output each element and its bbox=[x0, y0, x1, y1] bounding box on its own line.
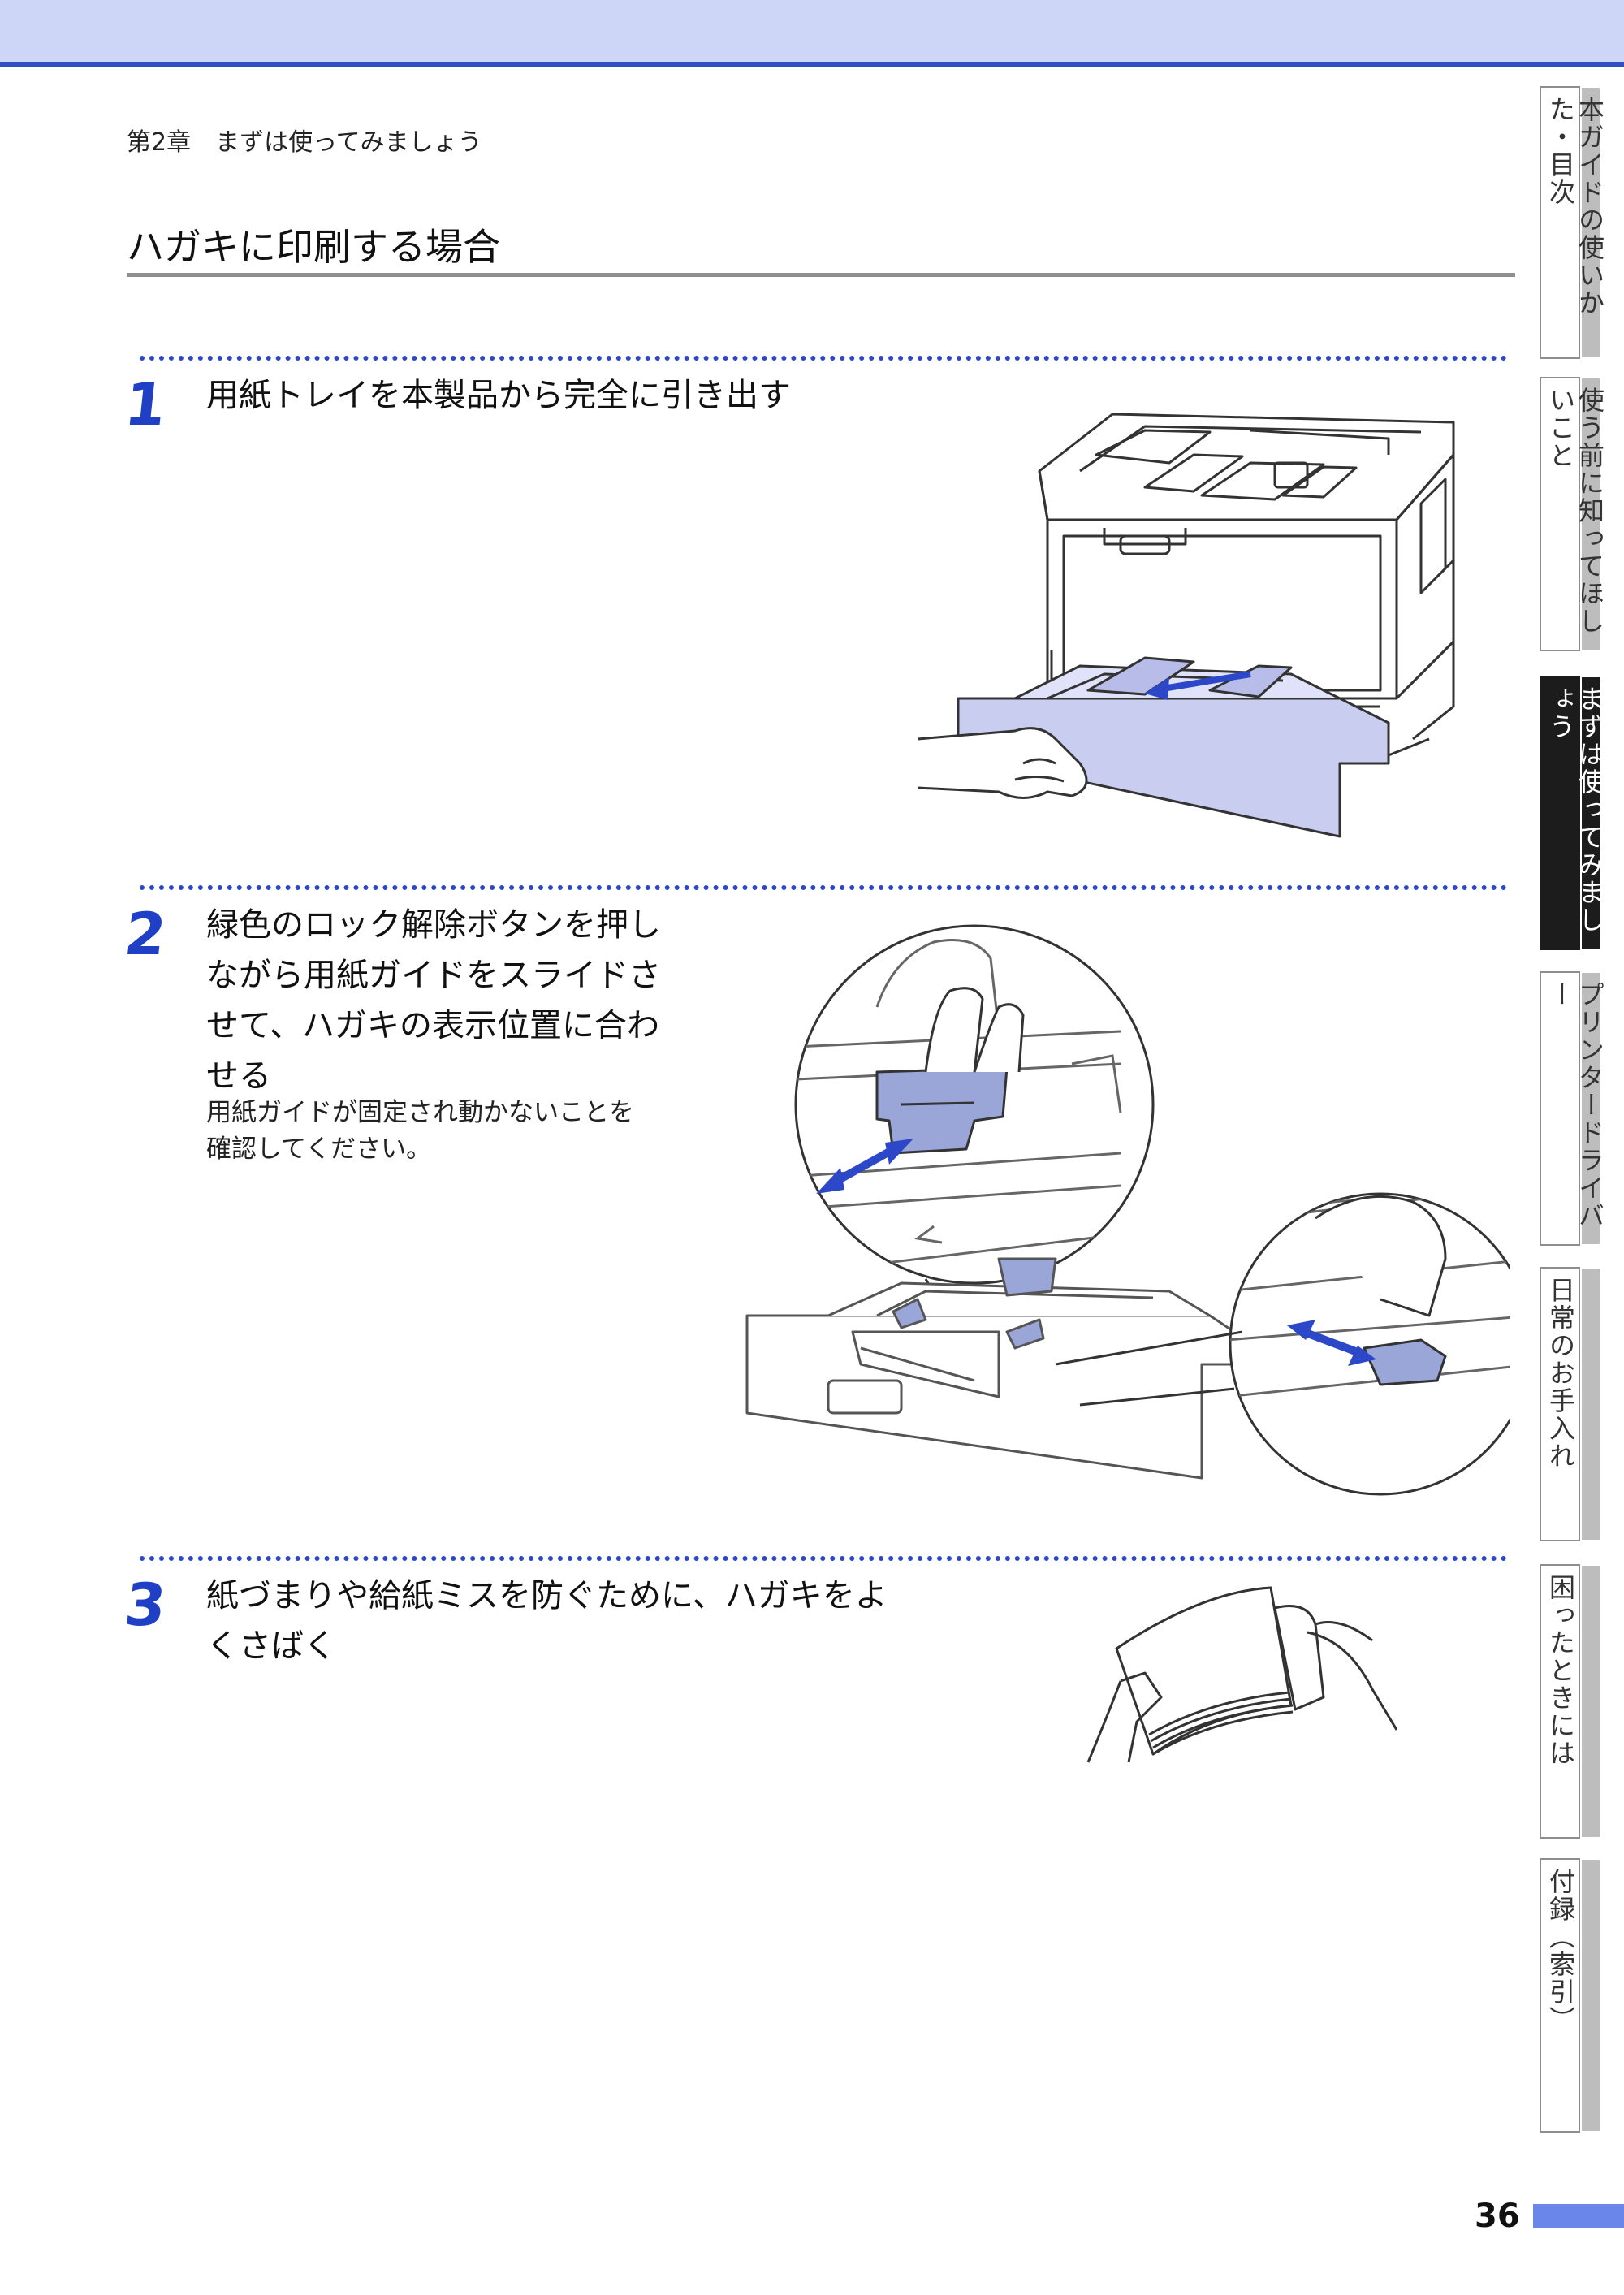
title-divider bbox=[127, 273, 1515, 277]
sidebar-tab-getting-started[interactable]: まずは使ってみましょう bbox=[1540, 676, 1605, 950]
tab-shadow bbox=[1582, 1566, 1600, 1837]
page-number: 36 bbox=[1475, 2198, 1520, 2235]
step-3-number: 3 bbox=[121, 1571, 170, 1639]
step-2-line: ながら用紙ガイドをスライドさ bbox=[206, 957, 661, 994]
printer-tray-illustration bbox=[917, 413, 1455, 838]
step-2-note: 用紙ガイドが固定され動かないことを 確認してください。 bbox=[206, 1095, 634, 1168]
tab-shadow bbox=[1582, 1269, 1600, 1540]
step-2-line: せて、ハガキの表示位置に合わ bbox=[206, 1007, 659, 1044]
step-divider bbox=[140, 1556, 1507, 1561]
step-2-note-line: 用紙ガイドが固定され動かないことを bbox=[206, 1098, 634, 1127]
sidebar-tab-before-use[interactable]: 使う前に知ってほしいこと bbox=[1540, 377, 1605, 651]
sidebar-tab-guide-toc[interactable]: 本ガイドの使いかた・目次 bbox=[1540, 86, 1605, 359]
step-2-line: せる bbox=[206, 1057, 271, 1095]
tab-shadow bbox=[1582, 677, 1600, 949]
step-divider bbox=[140, 885, 1507, 890]
sidebar-tab-label: 使う前に知ってほしいこと bbox=[1545, 387, 1605, 635]
step-2-text: 緑色のロック解除ボタンを押し ながら用紙ガイドをスライドさ せて、ハガキの表示位… bbox=[206, 900, 661, 1101]
step-2-note-line: 確認してください。 bbox=[206, 1135, 432, 1164]
header-band bbox=[0, 0, 1624, 62]
sidebar-tab-label: 付録（索引） bbox=[1545, 1868, 1576, 2034]
tab-shadow bbox=[1582, 973, 1600, 1244]
page-title: ハガキに印刷する場合 bbox=[127, 225, 500, 269]
sidebar-tab-appendix[interactable]: 付録（索引） bbox=[1540, 1858, 1600, 2133]
step-3-line: 紙づまりや給紙ミスを防ぐために、ハガキをよ bbox=[206, 1577, 888, 1614]
sidebar-tab-label: プリンタードライバー bbox=[1545, 981, 1605, 1230]
sidebar-tab-troubleshooting[interactable]: 困ったときには bbox=[1540, 1564, 1600, 1839]
step-divider bbox=[140, 356, 1507, 361]
step-2-line: 緑色のロック解除ボタンを押し bbox=[206, 906, 661, 944]
tab-shadow bbox=[1582, 88, 1600, 357]
breadcrumb: 第2章 まずは使ってみましょう bbox=[127, 128, 482, 157]
paper-guide-illustration bbox=[745, 924, 1510, 1496]
tab-shadow bbox=[1582, 378, 1600, 650]
header-rule bbox=[0, 62, 1624, 67]
page-number-bar bbox=[1533, 2204, 1624, 2228]
sidebar-tab-label: 本ガイドの使いかた・目次 bbox=[1545, 96, 1605, 317]
sidebar-tab-label: 日常のお手入れ bbox=[1545, 1277, 1576, 1470]
step-1-text: 用紙トレイを本製品から完全に引き出す bbox=[206, 370, 791, 421]
step-1-line: 用紙トレイを本製品から完全に引き出す bbox=[206, 377, 791, 414]
step-3-text: 紙づまりや給紙ミスを防ぐために、ハガキをよ くさばく bbox=[206, 1571, 888, 1671]
sidebar-tab-label: まずは使ってみましょう bbox=[1545, 685, 1605, 934]
step-3-line: くさばく bbox=[206, 1627, 336, 1665]
step-2-number: 2 bbox=[121, 900, 170, 968]
sidebar-tab-printer-driver[interactable]: プリンタードライバー bbox=[1540, 971, 1605, 1246]
sidebar-tab-label: 困ったときには bbox=[1545, 1574, 1576, 1767]
sidebar-tab-maintenance[interactable]: 日常のお手入れ bbox=[1540, 1267, 1600, 1541]
tab-shadow bbox=[1582, 1860, 1600, 2131]
paper-fan-illustration bbox=[1086, 1586, 1397, 1763]
step-1-number: 1 bbox=[121, 370, 170, 439]
